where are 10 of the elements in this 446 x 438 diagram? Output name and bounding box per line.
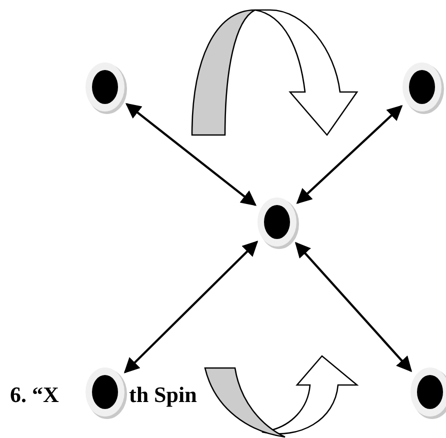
double-arrow: [124, 240, 258, 374]
dot-node: [85, 367, 128, 420]
double-arrow: [125, 103, 257, 206]
label-text: 6. “X: [10, 384, 59, 406]
double-arrow: [296, 104, 403, 204]
dot-node: [257, 197, 300, 250]
label-text: th Spin: [129, 384, 197, 406]
dot-node: [402, 62, 445, 115]
dot-node: [85, 62, 128, 115]
double-arrow: [294, 242, 412, 372]
